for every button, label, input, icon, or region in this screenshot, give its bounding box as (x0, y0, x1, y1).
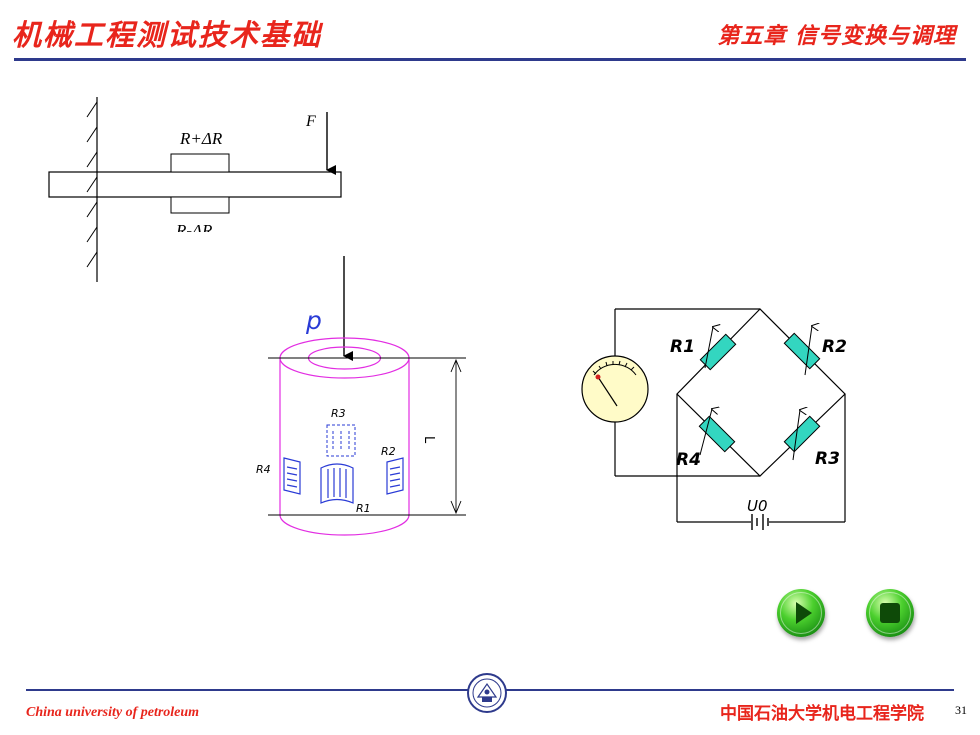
r3-label: R3 (815, 449, 840, 469)
resistor-r1 (699, 327, 737, 371)
chapter-title: 第五章 信号变换与调理 (717, 23, 956, 49)
top-gauge-label: R+ΔR (179, 129, 223, 148)
gauge-r4 (283, 457, 301, 495)
r1-label: R1 (670, 337, 695, 357)
r2-label: R2 (822, 337, 847, 357)
gauge-r3 (326, 424, 356, 457)
university-seal-icon (467, 673, 507, 713)
force-label: F (305, 113, 316, 130)
bottom-gauge-label: R-ΔR (175, 221, 213, 240)
galvanometer-icon (581, 355, 649, 423)
pressure-label: p (305, 306, 322, 335)
column-diagram: p L R3 R1 (256, 256, 466, 536)
gauge-r1-label: R1 (356, 502, 371, 515)
cantilever-diagram: F R+ΔR R-ΔR (48, 97, 342, 282)
course-title: 机械工程测试技术基础 (12, 18, 323, 52)
top-strain-gauge (170, 153, 230, 173)
bottom-strain-gauge (170, 196, 230, 214)
battery-icon (751, 514, 769, 530)
supply-label: U0 (747, 497, 768, 515)
resistor-r2 (783, 326, 821, 376)
header-rule (14, 58, 966, 61)
length-label: L (421, 436, 436, 444)
footer-institution-en: China university of petroleum (26, 705, 200, 720)
page-number: 31 (955, 703, 967, 717)
stop-icon (880, 603, 900, 623)
cylinder-bottom (279, 514, 410, 536)
r4-label: R4 (676, 450, 701, 470)
play-icon (796, 602, 812, 624)
gauge-r2-label: R2 (381, 445, 396, 458)
bridge-wires (614, 308, 846, 523)
footer-institution-cn: 中国石油大学机电工程学院 (720, 704, 924, 724)
gauge-r2 (386, 457, 404, 495)
gauge-r3-label: R3 (331, 407, 346, 420)
wall-hatch (86, 101, 98, 268)
gauge-r4-label: R4 (256, 463, 271, 476)
stop-button[interactable] (866, 589, 914, 637)
gauge-r1 (320, 463, 354, 504)
beam (48, 171, 342, 198)
bridge-diagram: U0 R1 R2 R4 R3 (581, 308, 847, 530)
play-button[interactable] (777, 589, 825, 637)
diagram-canvas: F R+ΔR R-ΔR p L R3 (48, 97, 847, 536)
resistor-r3 (783, 410, 821, 461)
resistor-r4 (698, 409, 736, 456)
